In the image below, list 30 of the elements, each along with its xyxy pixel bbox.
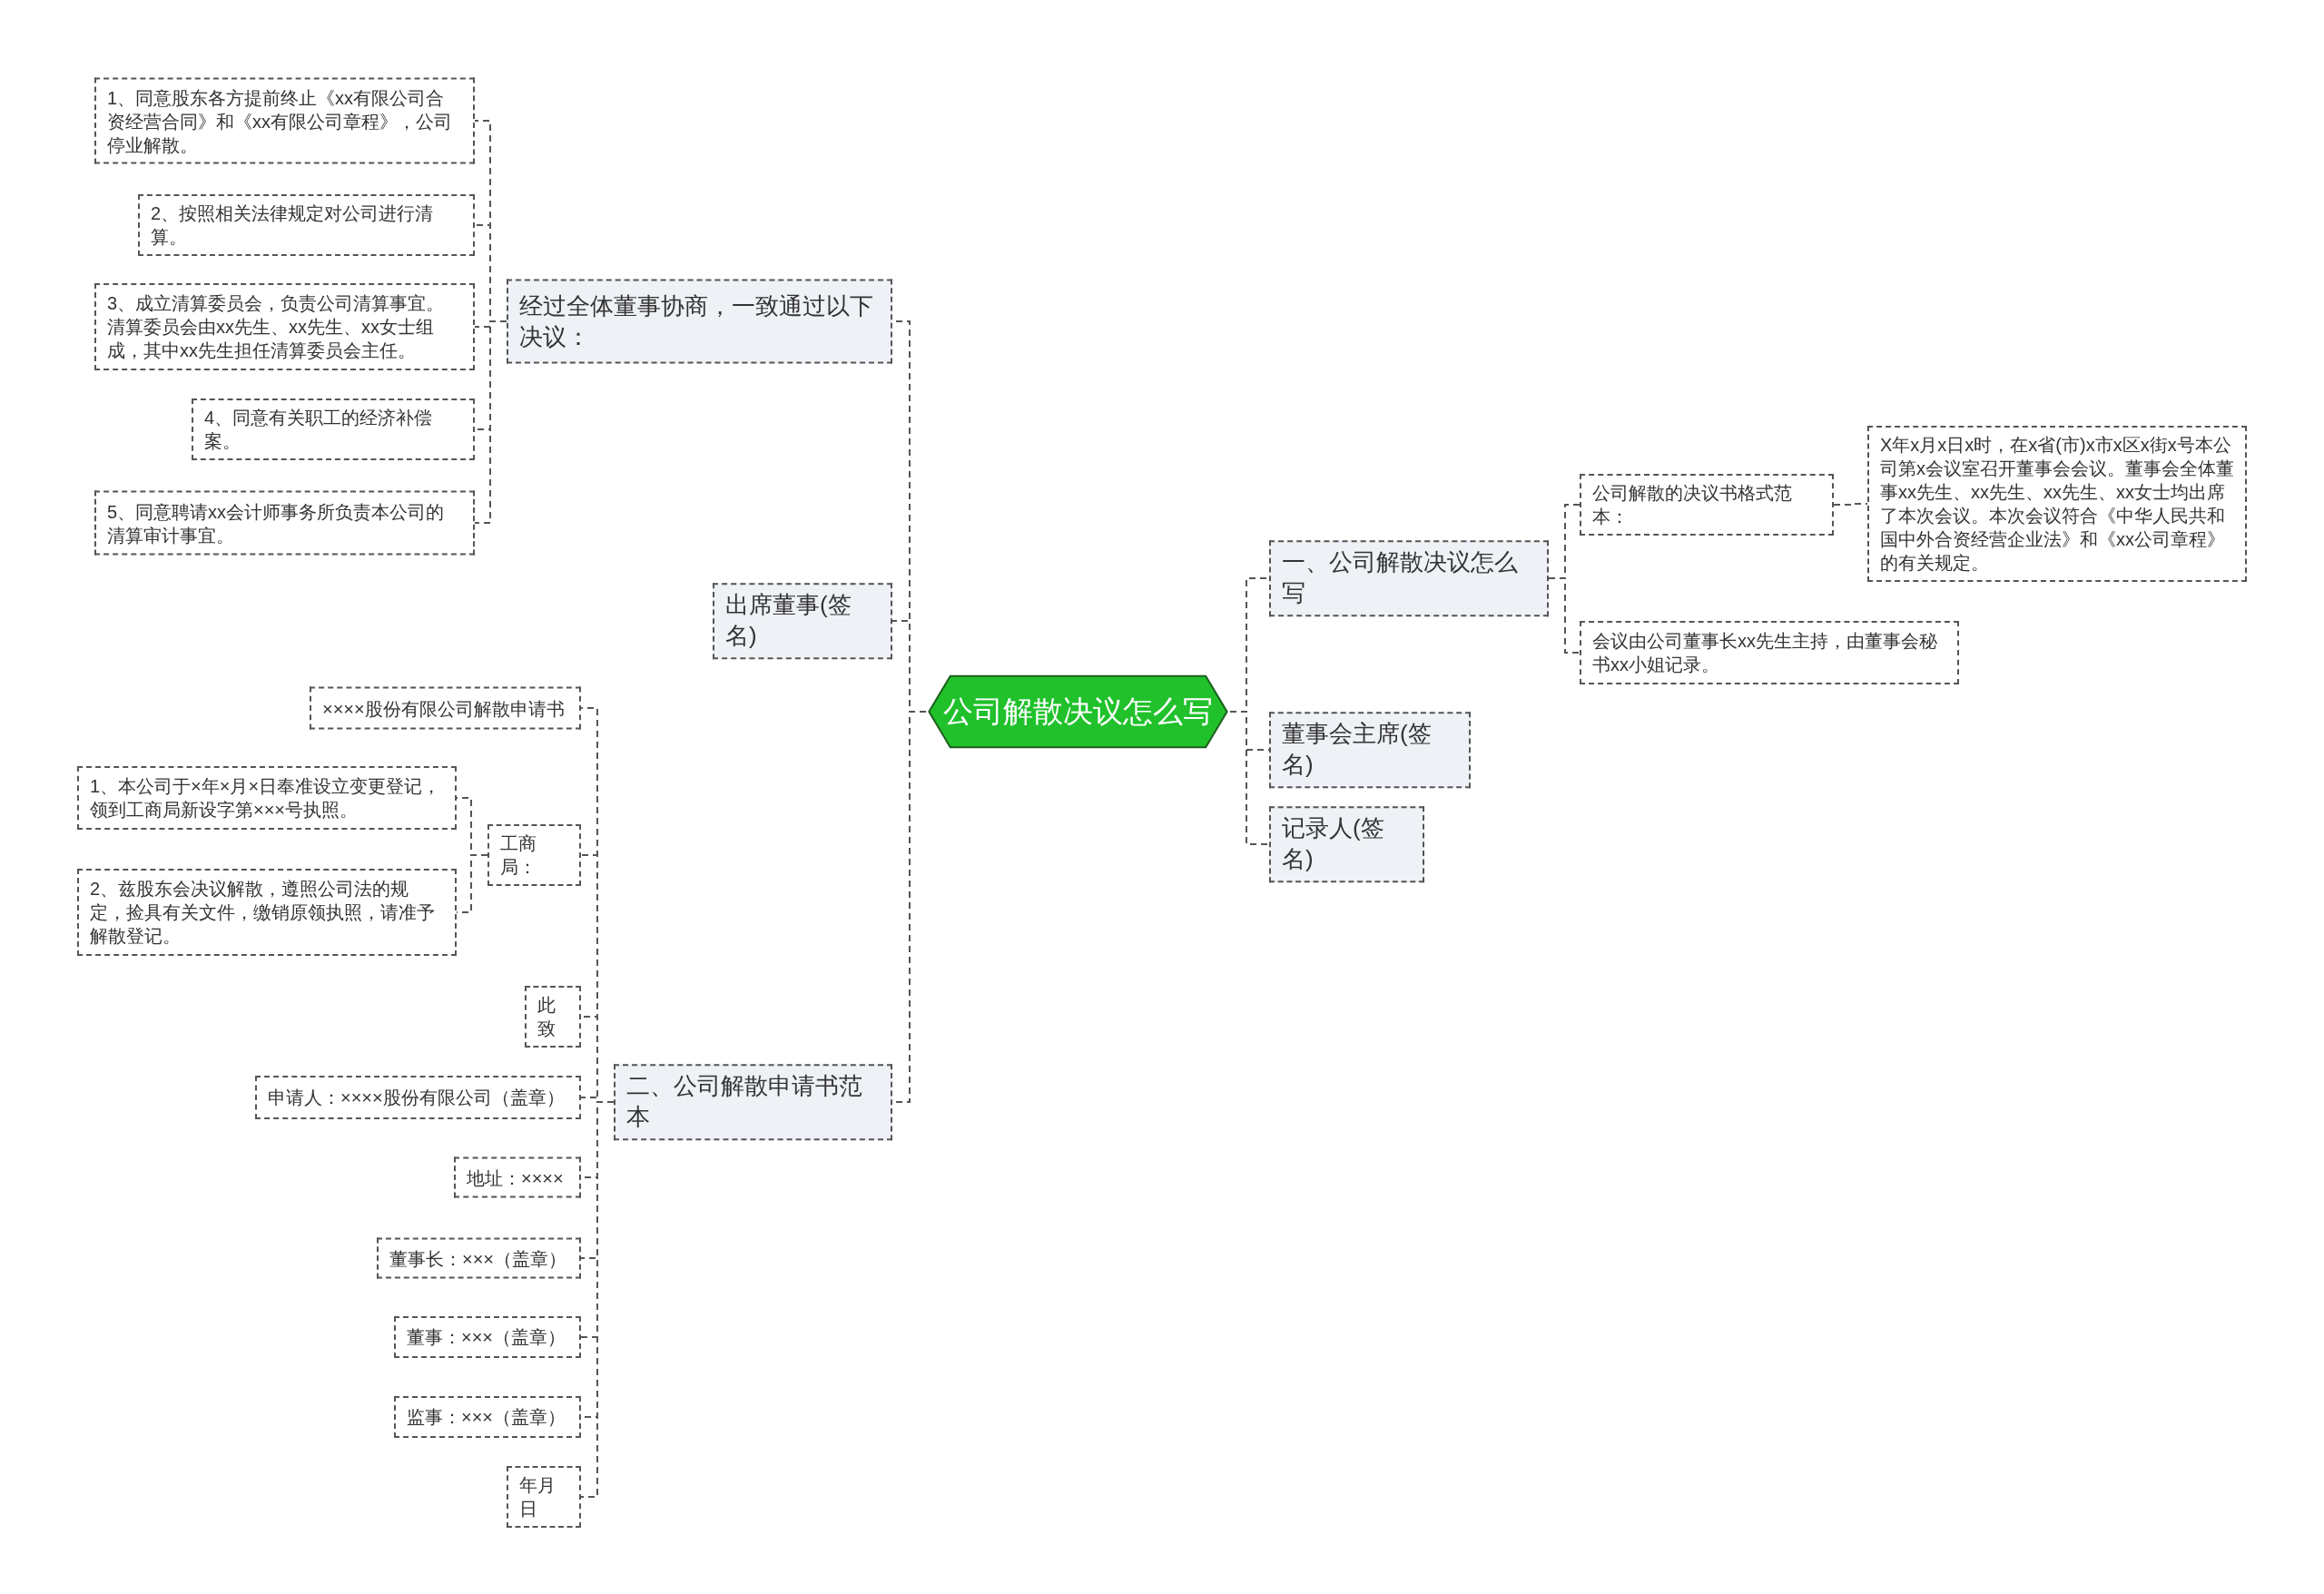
note-box: 此致 bbox=[525, 986, 581, 1048]
connector-line bbox=[1833, 503, 1868, 506]
note-box: 地址：×××× bbox=[454, 1156, 581, 1198]
note-box: 董事：×××（盖章） bbox=[394, 1316, 581, 1358]
note-box: X年x月x日x时，在x省(市)x市x区x街x号本公司第x会议室召开董事会会议。董事会全体董事xx先生、xx先生、xx先生、xx女士均出席了本次会议。本次会议符合《中华人民共和国中外合资经营企业法》和《xx公司章程》的有关规定。 bbox=[1867, 426, 2247, 582]
connector-line bbox=[474, 320, 507, 524]
note-box: 1、本公司于×年×月×日奉准设立变更登记，领到工商局新设字第×××号执照。 bbox=[77, 766, 457, 830]
note-box: 董事长：×××（盖章） bbox=[377, 1237, 581, 1279]
note-box: 1、同意股东各方提前终止《xx有限公司合资经营合同》和《xx有限公司章程》，公司停业解散。 bbox=[94, 77, 475, 164]
topic-box: 二、公司解散申请书范本 bbox=[614, 1064, 892, 1140]
central-topic: 公司解散决议怎么写 bbox=[926, 674, 1230, 749]
connector-line bbox=[1548, 577, 1581, 654]
note-box: 3、成立清算委员会，负责公司清算事宜。清算委员会由xx先生、xx先生、xx女士组成，其中xx先生担任清算委员会主任。 bbox=[94, 283, 475, 370]
note-box: 2、按照相关法律规定对公司进行清算。 bbox=[138, 194, 475, 256]
topic-box: 董事会主席(签名) bbox=[1269, 712, 1471, 788]
connector-line bbox=[1229, 711, 1270, 845]
note-box: 公司解散的决议书格式范本： bbox=[1580, 474, 1834, 536]
topic-box: 一、公司解散决议怎么写 bbox=[1269, 540, 1549, 616]
topic-box: 经过全体董事协商，一致通过以下决议： bbox=[507, 279, 892, 364]
topic-box: 记录人(签名) bbox=[1269, 806, 1424, 882]
note-box: 会议由公司董事长xx先生主持，由董事会秘书xx小姐记录。 bbox=[1580, 621, 1959, 684]
note-box: 2、兹股东会决议解散，遵照公司法的规定，捡具有关文件，缴销原领执照，请准予解散登记。 bbox=[77, 869, 457, 956]
note-box: 工商局： bbox=[487, 824, 581, 886]
note-box: 申请人：××××股份有限公司（盖章） bbox=[255, 1076, 581, 1119]
note-box: ××××股份有限公司解散申请书 bbox=[310, 686, 581, 730]
topic-box: 出席董事(签名) bbox=[713, 583, 892, 659]
note-box: 4、同意有关职工的经济补偿案。 bbox=[192, 398, 475, 460]
note-box: 5、同意聘请xx会计师事务所负责本公司的清算审计事宜。 bbox=[94, 490, 475, 556]
note-box: 年月日 bbox=[507, 1466, 581, 1528]
note-box: 监事：×××（盖章） bbox=[394, 1396, 581, 1438]
